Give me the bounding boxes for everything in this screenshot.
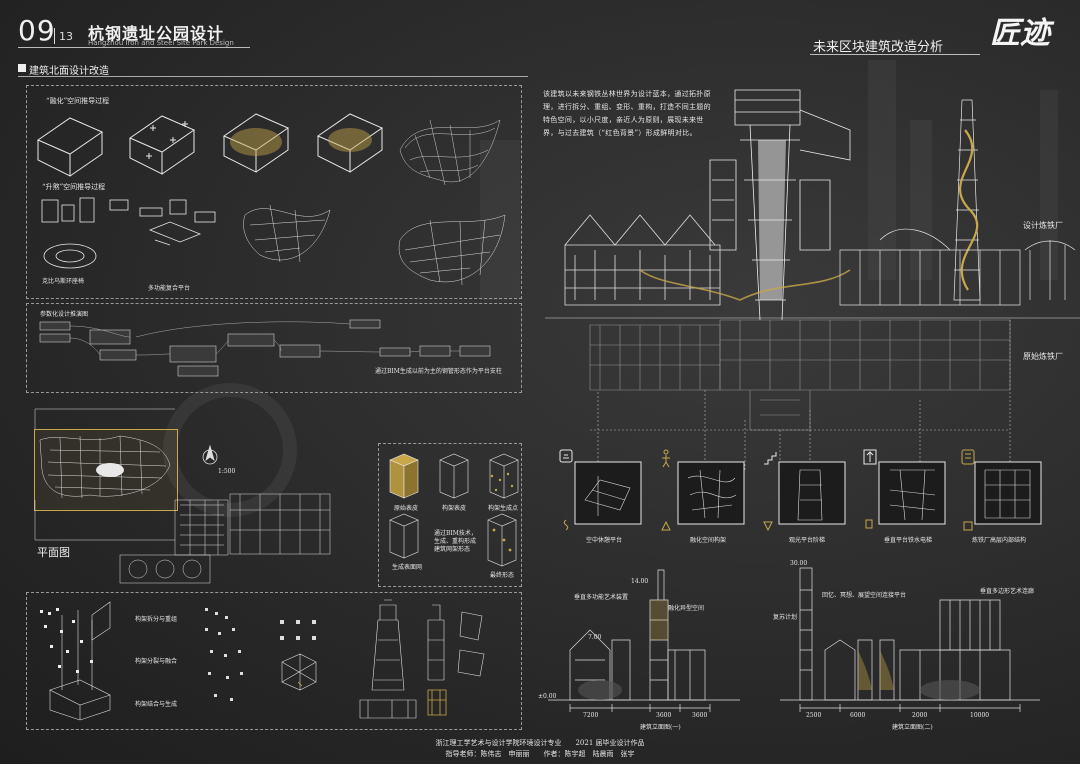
heading-bullet	[18, 64, 26, 72]
elev2-height-top: 30.00	[790, 560, 808, 567]
param-note: 通过BIM生成以前为主的钢管形态作为平台支柱	[375, 368, 502, 375]
process-label-1: 原始表皮	[394, 505, 419, 512]
elev1-dim-1: 7200	[583, 712, 599, 719]
elev2-note-2: 回忆、冥想、展望空间连接平台	[822, 592, 907, 599]
section-rule	[810, 54, 980, 55]
elev1-note-2: 融化异型空间	[668, 605, 705, 612]
section-title: 未来区块建筑改造分析	[813, 40, 944, 55]
elev1-caption: 建筑立面图(一)	[640, 724, 681, 731]
elev2-dim-4: 10000	[970, 712, 990, 719]
project-title: 杭钢遗址公园设计	[88, 24, 225, 43]
elev2-dim-3: 2000	[912, 712, 928, 719]
elev2-note-3: 垂直多边形艺术连廊	[980, 588, 1035, 595]
elev2-dim-1: 2500	[806, 712, 822, 719]
feature-label-1: 空中休憩平台	[586, 537, 623, 544]
melt-label: “融化”空间推导过程	[46, 97, 110, 105]
panel-heading: 建筑北面设计改造	[29, 66, 109, 77]
structure-label-3: 构架结合与生成	[135, 701, 178, 708]
structure-label-2: 构架分裂与融合	[135, 658, 178, 665]
process-label-4: 生成表面网	[392, 564, 423, 571]
elev1-note-1: 垂直多功能艺术装置	[574, 594, 629, 601]
param-label: 参数化设计推演图	[40, 311, 89, 318]
process-label-3: 构架生成点	[488, 505, 519, 512]
footer-line-1: 浙江理工学艺术与设计学院环境设计专业 2021 届毕业设计作品	[435, 739, 645, 747]
elev2-note-1: 复苏计划	[773, 614, 798, 621]
feature-label-4: 垂直平台铁水电梯	[884, 537, 933, 544]
feature-label-5: 炼铁厂高层内部结构	[972, 537, 1027, 544]
process-note: 通过BIM技术，生成、重构形成建筑网架形态	[434, 530, 477, 553]
elevator-icon	[863, 449, 877, 465]
rest-icon	[559, 449, 573, 463]
elev1-height-mid: 7.00	[588, 634, 602, 641]
derivation-frame	[26, 85, 522, 299]
page-total: 13	[59, 30, 73, 43]
stairs-icon	[764, 452, 777, 465]
elev1-height-top: 14.00	[631, 578, 649, 585]
plan-label: 平面图	[37, 546, 70, 559]
header-rule	[18, 47, 250, 48]
process-label-5: 最终形态	[490, 572, 515, 579]
walk-icon	[662, 449, 670, 468]
process-frame	[378, 443, 522, 587]
logo: 匠迹	[990, 16, 1050, 51]
feature-label-3: 观光平台阶梯	[789, 537, 826, 544]
elev2-dim-2: 6000	[850, 712, 866, 719]
description: 该建筑以未来钢铁丛林世界为设计蓝本，通过拓扑原理，进行拆分、重组、变形、重构，打…	[543, 90, 711, 137]
parametric-frame	[26, 303, 522, 393]
project-title-en: Hangzhou Iron and Steel Site Park Design	[88, 39, 234, 47]
elev1-height-base: ±0.00	[538, 693, 557, 700]
lift-label: “升煞”空间推导过程	[42, 183, 106, 191]
elev1-dim-2: 3600	[656, 712, 672, 719]
label-original-factory: 原始炼铁厂	[1023, 352, 1063, 361]
structure-label-1: 构架拆分与重组	[135, 616, 178, 623]
elev1-dim-3: 3600	[692, 712, 708, 719]
process-label-2: 构架表皮	[442, 505, 467, 512]
number-divider	[54, 28, 55, 44]
page-number: 09	[18, 14, 56, 47]
label-design-factory: 设计炼铁厂	[1023, 221, 1063, 230]
elev2-caption: 建筑立面图(二)	[892, 724, 933, 731]
plan-scale: 1:500	[218, 468, 236, 475]
structure-frame	[26, 592, 522, 730]
platform-label: 多功能复合平台	[148, 285, 191, 292]
panel-heading-rule	[18, 76, 528, 77]
feature-label-2: 融化空间构架	[690, 537, 727, 544]
structure-icon	[961, 449, 975, 465]
klein-label: 克比乌斯环座椅	[42, 278, 85, 285]
footer-line-2: 指导老师：陈伟志 申丽丽 作者：陈宇超 陆晨雨 张宇	[445, 750, 635, 758]
